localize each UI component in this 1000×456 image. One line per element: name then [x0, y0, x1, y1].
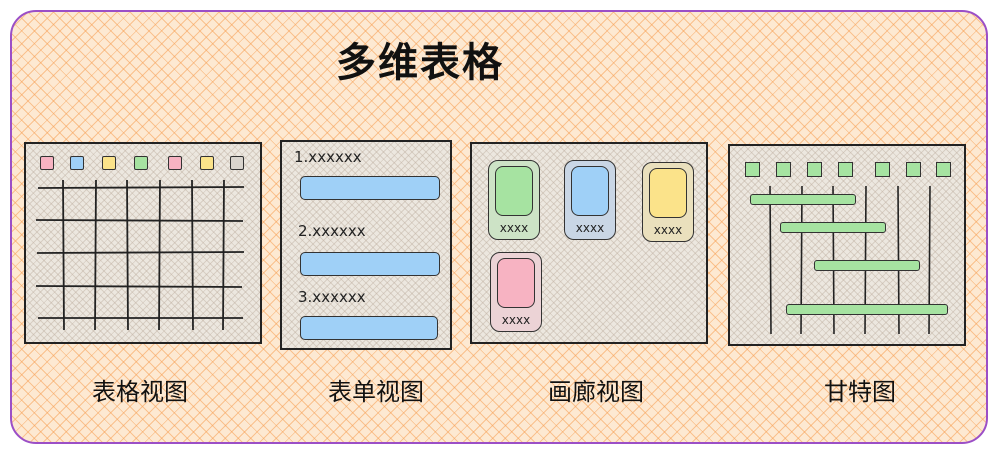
gallery-card-image: [495, 166, 533, 216]
form-input-bar: [300, 252, 440, 276]
gallery-card-label: xxxx: [653, 223, 683, 237]
form-field-label: 2.xxxxxx: [298, 222, 366, 240]
gantt-task-bar: [786, 304, 948, 315]
gantt-header-swatch: [776, 162, 791, 177]
gallery-card: xxxx: [642, 162, 694, 242]
gallery-card-label: xxxx: [499, 221, 529, 235]
table-view-caption: 表格视图: [92, 378, 188, 406]
table-header-swatch: [40, 156, 54, 170]
gantt-header-swatch: [838, 162, 853, 177]
form-input-bar: [300, 316, 438, 340]
gallery-card: xxxx: [564, 160, 616, 240]
form-field-label: 3.xxxxxx: [298, 288, 366, 306]
gantt-task-bar: [814, 260, 920, 271]
form-input-bar: [300, 176, 440, 200]
gallery-card: xxxx: [488, 160, 540, 240]
gantt-task-bar: [750, 194, 856, 205]
gallery-card-label: xxxx: [501, 313, 531, 327]
table-header-swatch: [134, 156, 148, 170]
form-view-caption: 表单视图: [328, 378, 424, 406]
gantt-header-swatch: [875, 162, 890, 177]
table-header-swatch: [200, 156, 214, 170]
table-header-swatch: [102, 156, 116, 170]
gantt-view-caption: 甘特图: [824, 378, 896, 406]
diagram-title: 多维表格: [336, 40, 504, 86]
table-header-swatch: [230, 156, 244, 170]
gallery-card-image: [497, 258, 535, 308]
gallery-view-caption: 画廊视图: [548, 378, 644, 406]
gantt-header-swatch: [936, 162, 951, 177]
gantt-task-bar: [780, 222, 886, 233]
gantt-header-swatch: [807, 162, 822, 177]
gantt-header-swatch: [745, 162, 760, 177]
form-field-label: 1.xxxxxx: [294, 148, 362, 166]
table-header-swatch: [168, 156, 182, 170]
table-header-swatch: [70, 156, 84, 170]
gantt-header-swatch: [906, 162, 921, 177]
gallery-card: xxxx: [490, 252, 542, 332]
gallery-card-image: [649, 168, 687, 218]
table-view-panel: [24, 142, 262, 344]
gallery-card-image: [571, 166, 609, 216]
gallery-card-label: xxxx: [575, 221, 605, 235]
